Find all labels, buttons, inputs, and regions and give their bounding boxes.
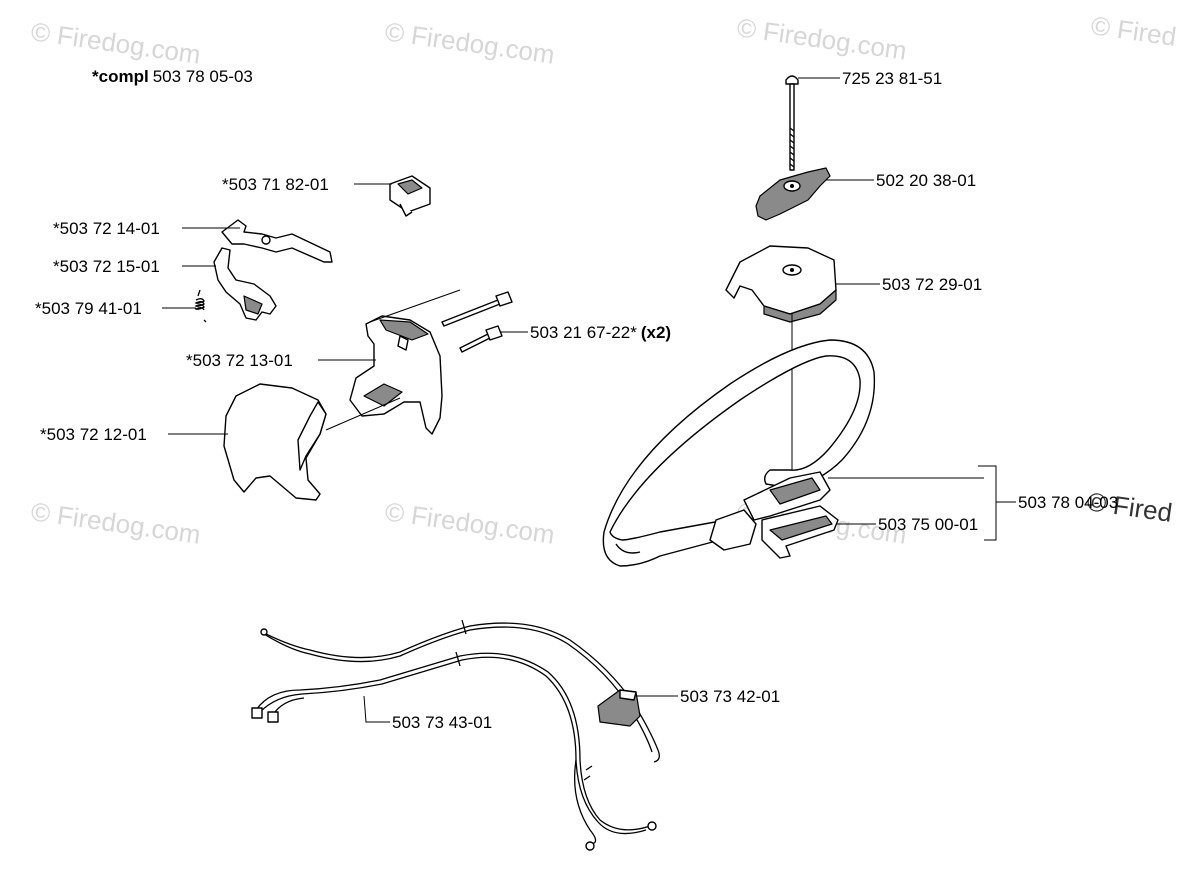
bolt-part bbox=[785, 75, 799, 171]
label-503-72-13-01: *503 72 13-01 bbox=[186, 351, 293, 370]
watermarks: © Firedog.com © Firedog.com © Firedog.co… bbox=[29, 10, 1178, 549]
watermark: © Firedog.com bbox=[29, 16, 202, 69]
throttle-lockout-part bbox=[213, 247, 277, 321]
label-503-78-04-03: 503 78 04-03 bbox=[1018, 493, 1118, 512]
compl-prefix: *compl bbox=[92, 67, 149, 86]
clamp-cap-part bbox=[725, 245, 837, 323]
clamp-base-part bbox=[761, 505, 839, 559]
label-503-73-42-01: 503 73 42-01 bbox=[680, 687, 780, 706]
watermark: © Firedog.com bbox=[383, 496, 556, 549]
label-503-72-14-01: *503 72 14-01 bbox=[53, 219, 160, 238]
screw-part-upper bbox=[441, 291, 513, 327]
label-503-71-82-01: *503 71 82-01 bbox=[222, 175, 329, 194]
throttle-lever-part bbox=[221, 219, 333, 263]
wire-harness-upper bbox=[260, 619, 660, 763]
spring-part bbox=[194, 289, 207, 323]
loop-handle-part bbox=[602, 339, 876, 567]
label-503-72-12-01: *503 72 12-01 bbox=[40, 425, 147, 444]
wire-harness-lower bbox=[251, 651, 657, 851]
switch-part bbox=[389, 175, 431, 217]
label-503-72-29-01: 503 72 29-01 bbox=[882, 275, 982, 294]
loop-grip-part bbox=[709, 471, 831, 551]
wing-nut-part bbox=[755, 167, 831, 221]
label-725-23-81-51: 725 23 81-51 bbox=[842, 69, 942, 88]
watermark: © Firedog.com bbox=[383, 16, 556, 69]
screw-part-lower bbox=[459, 325, 503, 353]
label-503-73-43-01: 503 73 43-01 bbox=[392, 713, 492, 732]
label-503-79-41-01: *503 79 41-01 bbox=[35, 299, 142, 318]
handle-housing-part bbox=[349, 315, 443, 435]
compl-number: 503 78 05-03 bbox=[153, 67, 253, 86]
watermark: © Fired bbox=[1089, 10, 1178, 52]
watermark: © Firedog.com bbox=[29, 496, 202, 549]
label-503-75-00-01: 503 75 00-01 bbox=[878, 515, 978, 534]
wire-connector-part bbox=[597, 689, 641, 727]
label-503-21-67-22: 503 21 67-22*(x2) bbox=[530, 323, 671, 342]
handle-cover-part bbox=[223, 383, 327, 501]
label-503-72-15-01: *503 72 15-01 bbox=[53, 257, 160, 276]
label-502-20-38-01: 502 20 38-01 bbox=[876, 171, 976, 190]
watermark: © Firedog.com bbox=[735, 12, 908, 65]
